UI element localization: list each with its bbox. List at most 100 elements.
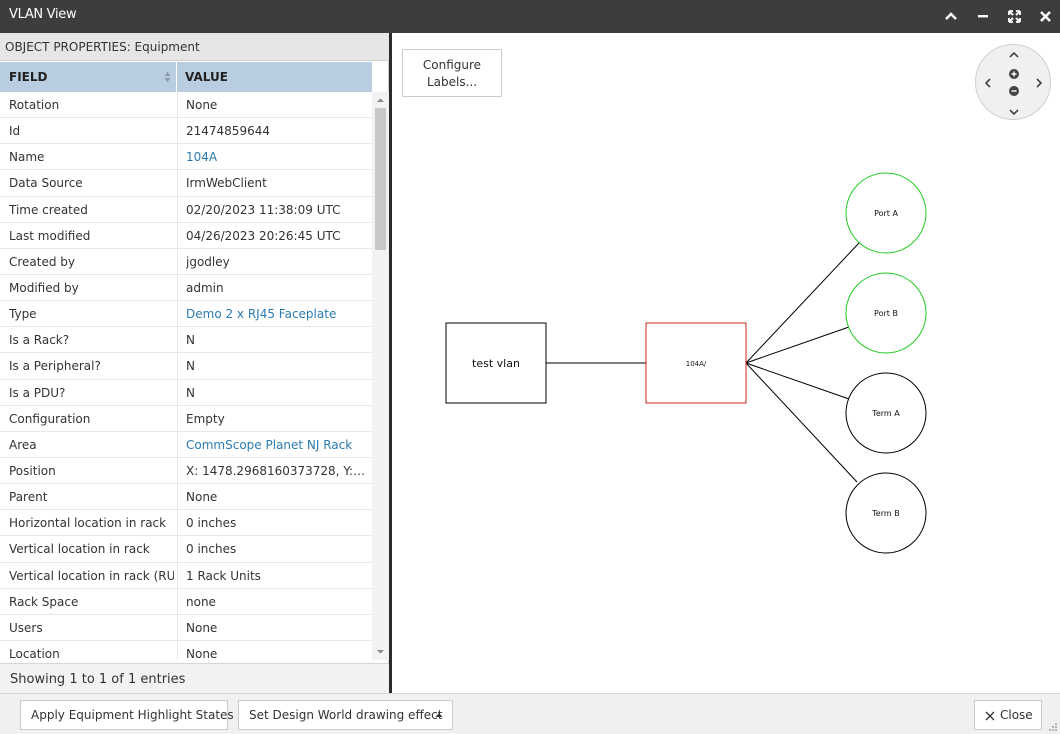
pan-up-icon[interactable]: [1007, 48, 1021, 62]
value-link[interactable]: 104A: [186, 150, 218, 165]
zoom-in-icon[interactable]: [1007, 67, 1021, 81]
value-cell: 02/20/2023 11:38:09 UTC: [186, 202, 341, 217]
resize-grip-icon[interactable]: [1048, 722, 1058, 732]
node-term-a[interactable]: Term A: [845, 372, 927, 454]
column-header-field-label: FIELD: [9, 70, 48, 84]
node-test-vlan[interactable]: test vlan: [445, 322, 547, 404]
column-separator: [177, 144, 178, 170]
value-link[interactable]: CommScope Planet NJ Rack: [186, 437, 353, 452]
field-cell: Vertical location in rack (RU): [9, 568, 174, 583]
column-header-value[interactable]: VALUE: [177, 62, 372, 92]
pan-down-icon[interactable]: [1007, 105, 1021, 119]
value-cell: 21474859644: [186, 124, 270, 139]
link-port-a: [745, 242, 860, 364]
table-row[interactable]: Vertical location in rack (RU)1 Rack Uni…: [0, 562, 372, 589]
table-row[interactable]: Parent None: [0, 484, 372, 511]
collapse-icon[interactable]: [941, 6, 961, 26]
column-separator: [177, 640, 178, 660]
node-term-b[interactable]: Term B: [845, 472, 927, 554]
field-cell: Is a Rack?: [9, 333, 70, 348]
scroll-down-icon[interactable]: [376, 647, 385, 656]
table-row[interactable]: Type Demo 2 x RJ45 Faceplate: [0, 301, 372, 328]
close-x-icon: [985, 711, 995, 721]
value-cell: 0 inches: [186, 516, 237, 531]
bottom-toolbar: Apply Equipment Highlight States Set Des…: [0, 693, 1060, 734]
minimize-icon[interactable]: [973, 6, 993, 26]
scroll-up-icon[interactable]: [376, 96, 385, 105]
apply-highlight-states-button[interactable]: Apply Equipment Highlight States: [20, 700, 234, 730]
table-row[interactable]: Is a Peripheral?N: [0, 353, 372, 380]
field-cell: Data Source: [9, 176, 83, 191]
column-separator: [177, 92, 178, 118]
field-cell: Type: [9, 307, 37, 322]
properties-grid-header: FIELD VALUE: [0, 62, 372, 92]
value-cell: N: [186, 385, 195, 400]
drawing-effect-dropdown[interactable]: Set Design World drawing effect: [238, 700, 453, 730]
pan-right-icon[interactable]: [1032, 76, 1046, 90]
close-button-label: Close: [1000, 708, 1033, 722]
node-port-b-label: Port B: [874, 309, 898, 318]
column-separator: [177, 196, 178, 222]
value-cell: None: [186, 490, 218, 505]
field-cell: Parent: [9, 490, 48, 505]
scrollbar-thumb[interactable]: [375, 108, 386, 250]
column-separator: [177, 248, 178, 274]
table-row[interactable]: Area CommScope Planet NJ Rack: [0, 431, 372, 458]
column-separator: [177, 614, 178, 640]
field-cell: Configuration: [9, 411, 91, 426]
column-separator: [177, 484, 178, 510]
table-row[interactable]: Is a Rack?N: [0, 327, 372, 354]
table-row[interactable]: Is a PDU?N: [0, 379, 372, 406]
field-cell: Time created: [9, 202, 88, 217]
column-separator: [177, 510, 178, 536]
close-button[interactable]: Close: [974, 700, 1042, 730]
field-cell: Area: [9, 437, 37, 452]
column-separator: [177, 170, 178, 196]
node-port-a[interactable]: Port A: [845, 172, 927, 254]
table-row[interactable]: Time created 02/20/2023 11:38:09 UTC: [0, 196, 372, 223]
maximize-icon[interactable]: [1004, 6, 1024, 26]
value-cell: None: [186, 646, 218, 660]
pan-left-icon[interactable]: [981, 76, 995, 90]
properties-panel: OBJECT PROPERTIES: Equipment FIELD VALUE…: [0, 33, 389, 693]
node-test-vlan-label: test vlan: [472, 357, 520, 370]
diagram-canvas[interactable]: test vlan 104A/ Port A Port B Term A Ter…: [392, 33, 1060, 693]
node-port-a-label: Port A: [874, 209, 898, 218]
close-icon[interactable]: [1035, 6, 1055, 26]
column-header-field[interactable]: FIELD: [0, 62, 177, 92]
node-equipment-label: 104A/: [686, 360, 707, 368]
column-separator: [177, 431, 178, 457]
zoom-out-icon[interactable]: [1007, 84, 1021, 98]
sort-icon[interactable]: [164, 71, 171, 86]
apply-highlight-states-label: Apply Equipment Highlight States: [31, 708, 234, 722]
link-term-b: [745, 362, 858, 483]
link-port-b: [745, 326, 850, 364]
node-equipment[interactable]: 104A/: [645, 322, 747, 404]
pan-zoom-control[interactable]: [975, 44, 1051, 120]
panel-splitter[interactable]: [389, 33, 392, 693]
value-cell: None: [186, 620, 218, 635]
field-cell: Rack Space: [9, 594, 79, 609]
column-separator: [177, 118, 178, 144]
field-cell: Position: [9, 463, 56, 478]
node-port-b[interactable]: Port B: [845, 272, 927, 354]
vlan-diagram[interactable]: test vlan 104A/ Port A Port B Term A Ter…: [392, 33, 1060, 693]
properties-scrollbar[interactable]: [372, 92, 389, 660]
value-link[interactable]: Demo 2 x RJ45 Faceplate: [186, 307, 337, 322]
value-cell: None: [186, 98, 218, 112]
